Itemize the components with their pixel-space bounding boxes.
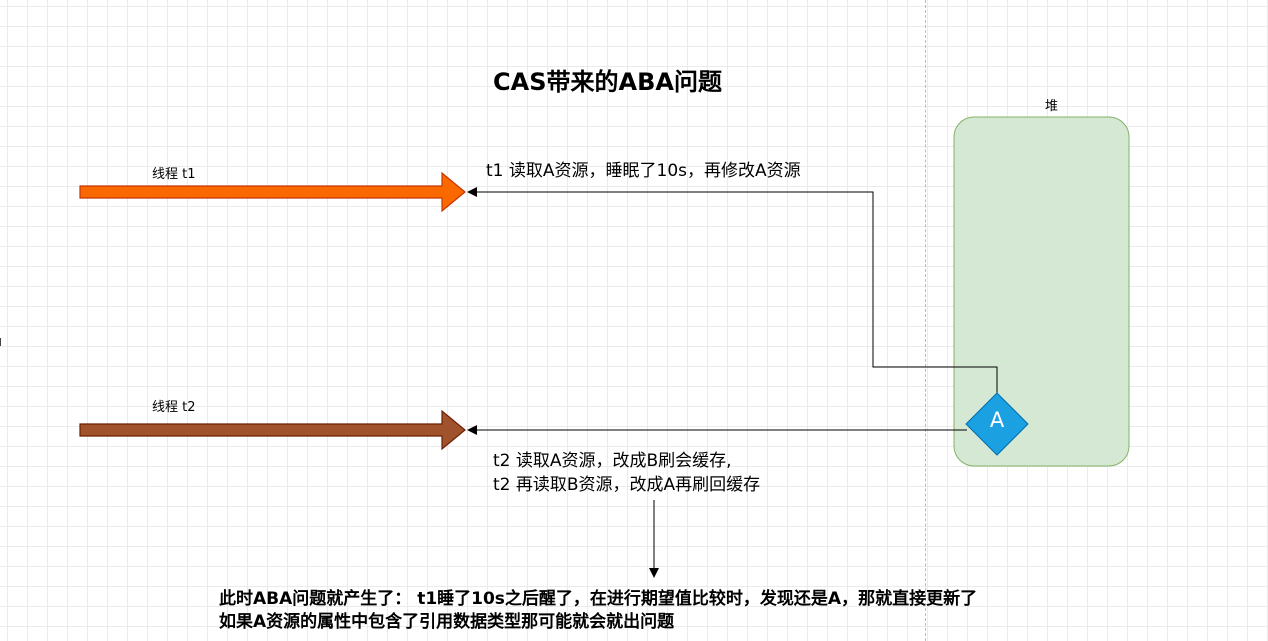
- t1-note: t1 读取A资源，睡眠了10s，再修改A资源: [486, 161, 801, 181]
- conclusion-text: 此时ABA问题就产生了： t1睡了10s之后醒了，在进行期望值比较时，发现还是A…: [219, 588, 977, 634]
- resource-a-label: A: [989, 408, 1005, 432]
- connector-a-to-t1: [467, 187, 998, 394]
- page-divider: [925, 0, 926, 641]
- diagram-title: CAS带来的ABA问题: [493, 68, 722, 96]
- heap-label: 堆: [1045, 99, 1059, 114]
- heap-container: [953, 116, 1130, 467]
- resource-a-node[interactable]: [965, 392, 1029, 456]
- t2-note-line2: t2 再读取B资源，改成A再刷回缓存: [493, 475, 761, 495]
- thread-t2-arrow[interactable]: [79, 409, 466, 451]
- conclusion-line2: 如果A资源的属性中包含了引用数据类型那可能就会就出问题: [219, 612, 675, 632]
- thread-t1-arrow[interactable]: [79, 171, 466, 213]
- edge-marker: [0, 338, 1, 346]
- t2-note-line1: t2 读取A资源，改成B刷会缓存,: [493, 451, 732, 471]
- thread-t1-label: 线程 t1: [152, 167, 196, 182]
- thread-t2-label: 线程 t2: [152, 400, 196, 415]
- conclusion-line1: 此时ABA问题就产生了： t1睡了10s之后醒了，在进行期望值比较时，发现还是A…: [219, 589, 978, 609]
